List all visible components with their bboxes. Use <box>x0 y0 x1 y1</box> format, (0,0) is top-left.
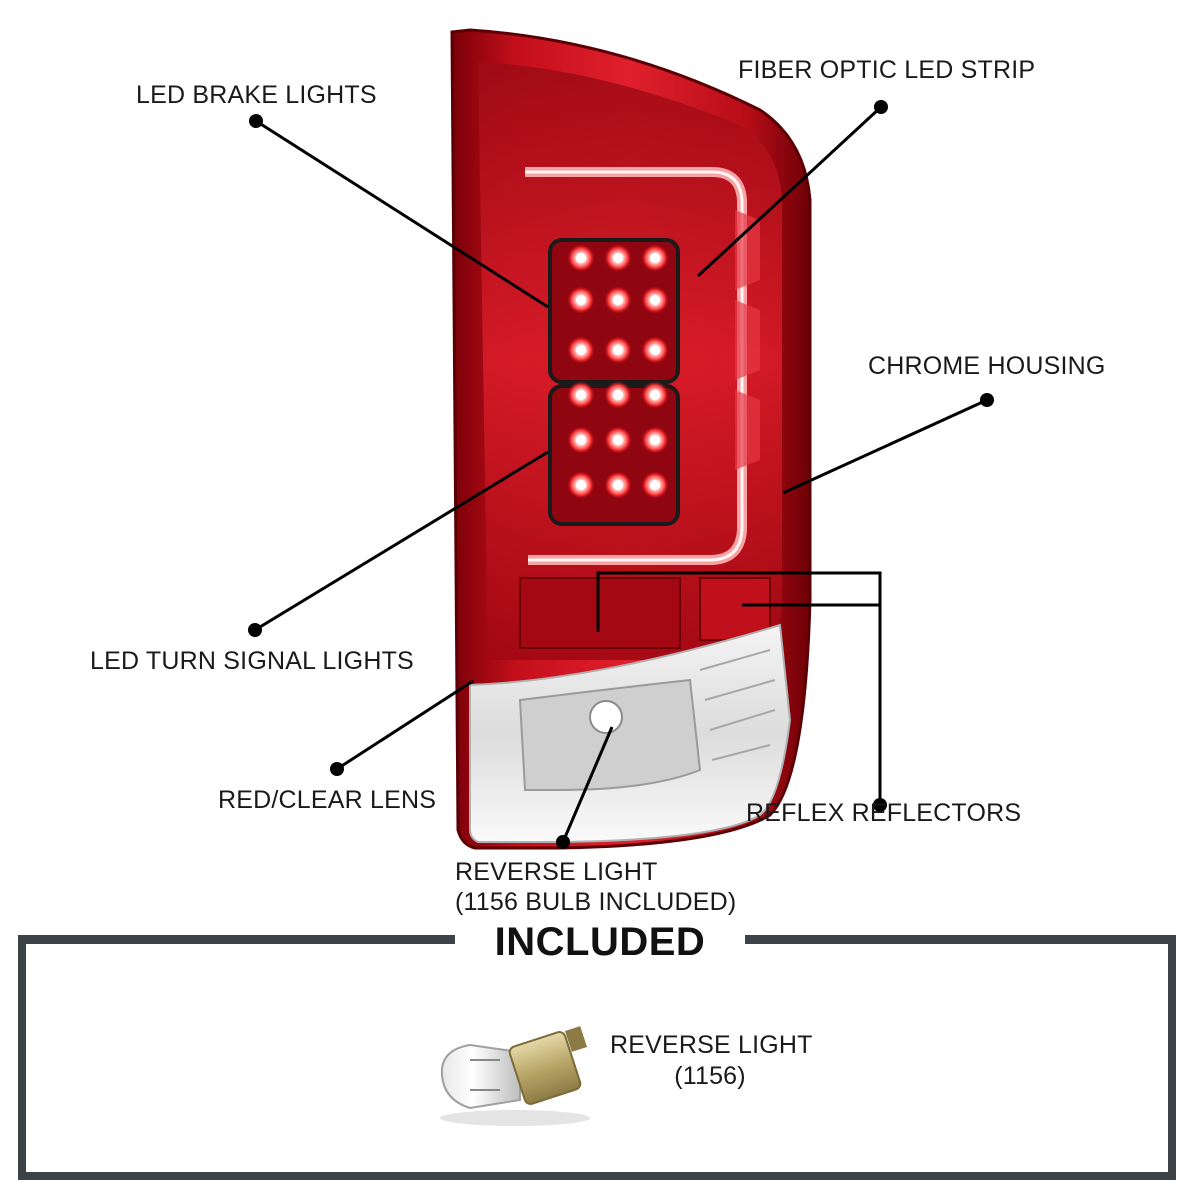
led-dot <box>613 295 623 305</box>
led-dot <box>613 390 623 400</box>
led-dot <box>650 480 660 490</box>
label-red-clear-lens: RED/CLEAR LENS <box>218 786 437 814</box>
reflex-reflector <box>519 577 681 649</box>
led-dot <box>613 345 623 355</box>
led-dot <box>576 253 586 263</box>
led-dot <box>576 295 586 305</box>
bulb-base <box>508 1031 582 1105</box>
led-dot <box>576 480 586 490</box>
led-dot <box>576 390 586 400</box>
led-dot <box>613 480 623 490</box>
led-dot <box>650 390 660 400</box>
led-dot <box>650 435 660 445</box>
included-frame-top-right <box>745 935 1176 944</box>
label-led-brake-lights: LED BRAKE LIGHTS <box>136 81 377 109</box>
included-frame <box>18 938 1176 1180</box>
led-dot <box>650 345 660 355</box>
label-fiber-optic-led-strip: FIBER OPTIC LED STRIP <box>738 56 1036 84</box>
leader-lines <box>248 100 994 849</box>
leader-chrome <box>782 398 988 495</box>
led-dot <box>613 253 623 263</box>
included-title: INCLUDED <box>494 920 706 964</box>
reverse-bulb <box>589 700 623 734</box>
tail-light <box>450 28 812 850</box>
led-dot <box>576 345 586 355</box>
leader-turn <box>254 450 549 632</box>
label-reflex-reflectors: REFLEX REFLECTORS <box>746 799 1022 827</box>
bulb-glass <box>440 1043 521 1110</box>
included-frame-top-left <box>18 935 455 944</box>
label-reverse-light: REVERSE LIGHT <box>455 858 658 886</box>
included-bulb <box>440 1026 590 1126</box>
included-item-label: REVERSE LIGHT <box>610 1031 813 1059</box>
led-array <box>567 244 669 499</box>
leader-reverse <box>561 726 614 843</box>
led-dot <box>650 253 660 263</box>
led-dot <box>613 435 623 445</box>
led-dot <box>650 295 660 305</box>
label-led-turn-signal-lights: LED TURN SIGNAL LIGHTS <box>90 647 414 675</box>
leader-fiber <box>696 105 883 278</box>
label-reverse-light-bulb-note: (1156 BULB INCLUDED) <box>455 888 737 916</box>
label-chrome-housing: CHROME HOUSING <box>868 352 1106 380</box>
leader-brake <box>255 119 549 309</box>
leader-lens <box>336 679 474 771</box>
leader-reflex <box>596 571 882 805</box>
included-item-spec: (1156) <box>674 1062 746 1090</box>
led-dot <box>576 435 586 445</box>
